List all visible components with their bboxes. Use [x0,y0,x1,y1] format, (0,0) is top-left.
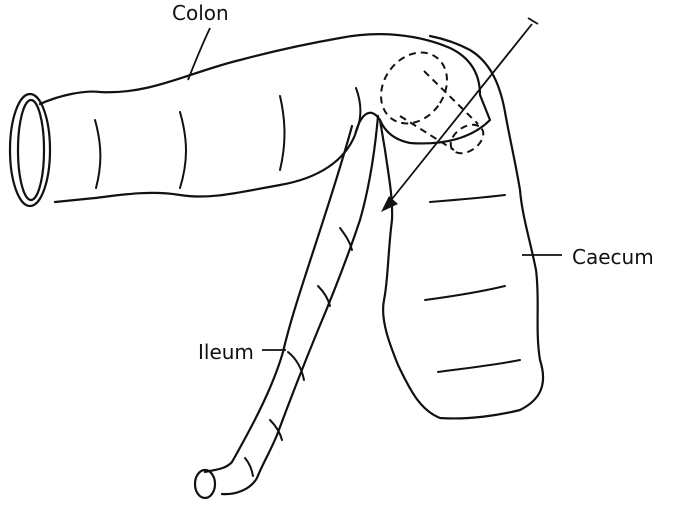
ileum-opening [195,470,215,498]
caecum-fold [430,195,505,202]
colon-outline [40,34,490,202]
valve-passage-dashed [424,71,478,124]
ileum-fold [288,352,304,380]
ileum-fold [340,228,352,250]
colon-fold [280,96,285,170]
colon-fold [180,112,186,188]
colon-fold [95,120,100,188]
ileum-structure [195,116,378,498]
caecum-label: Caecum [572,245,654,269]
colon-structure [10,34,490,206]
ileum-label: Ileum [198,340,254,364]
ileum-fold [245,458,253,476]
arrow-top-tick [528,18,538,24]
arrow-shaft [388,24,532,204]
caecum-structure [380,36,543,418]
internal-valve [367,40,488,160]
colon-opening-inner [18,100,44,200]
arrow-head [381,196,398,212]
pointer-arrow [381,18,538,212]
ileum-fold [318,286,330,306]
colon-fold [356,88,361,132]
colon-label: Colon [172,1,229,25]
caecum-fold [425,286,505,300]
caecum-fold [438,360,520,372]
